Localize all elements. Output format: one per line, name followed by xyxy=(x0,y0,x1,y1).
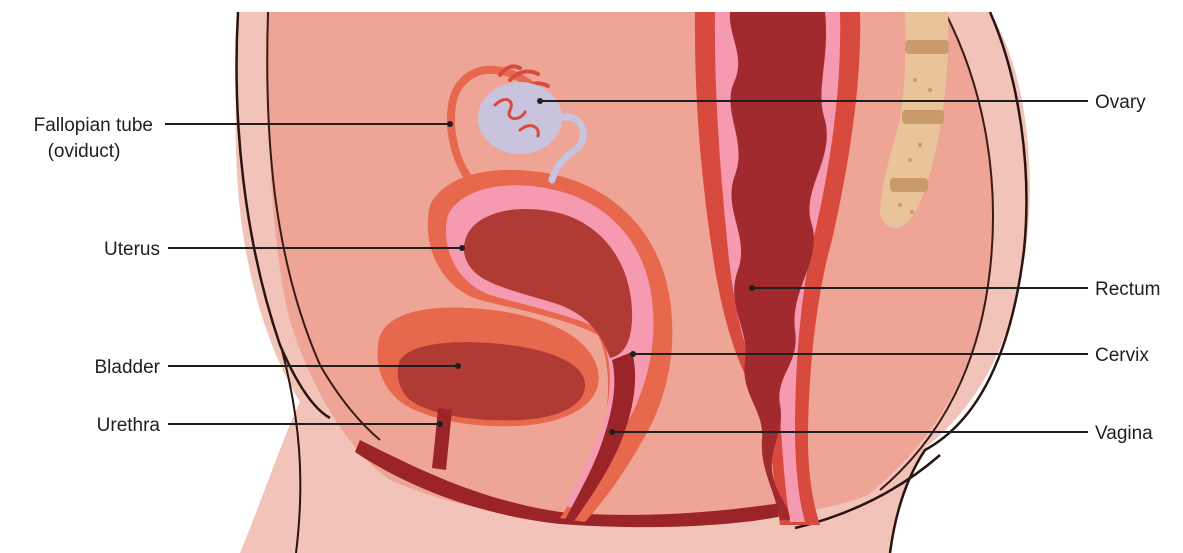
label-cervix: Cervix xyxy=(1095,345,1149,366)
label-uterus: Uterus xyxy=(104,239,160,260)
vertebra-disc-3 xyxy=(890,178,928,192)
label-rectum: Rectum xyxy=(1095,279,1160,300)
label-urethra: Urethra xyxy=(97,415,161,436)
vertebra-disc-2 xyxy=(902,110,944,124)
label-oviduct: (oviduct) xyxy=(48,141,121,162)
label-ovary: Ovary xyxy=(1095,92,1146,113)
label-vagina: Vagina xyxy=(1095,423,1153,444)
label-fallopian-tube: Fallopian tube xyxy=(34,115,153,136)
vertebra-disc-1 xyxy=(905,40,949,54)
label-bladder: Bladder xyxy=(95,357,161,378)
